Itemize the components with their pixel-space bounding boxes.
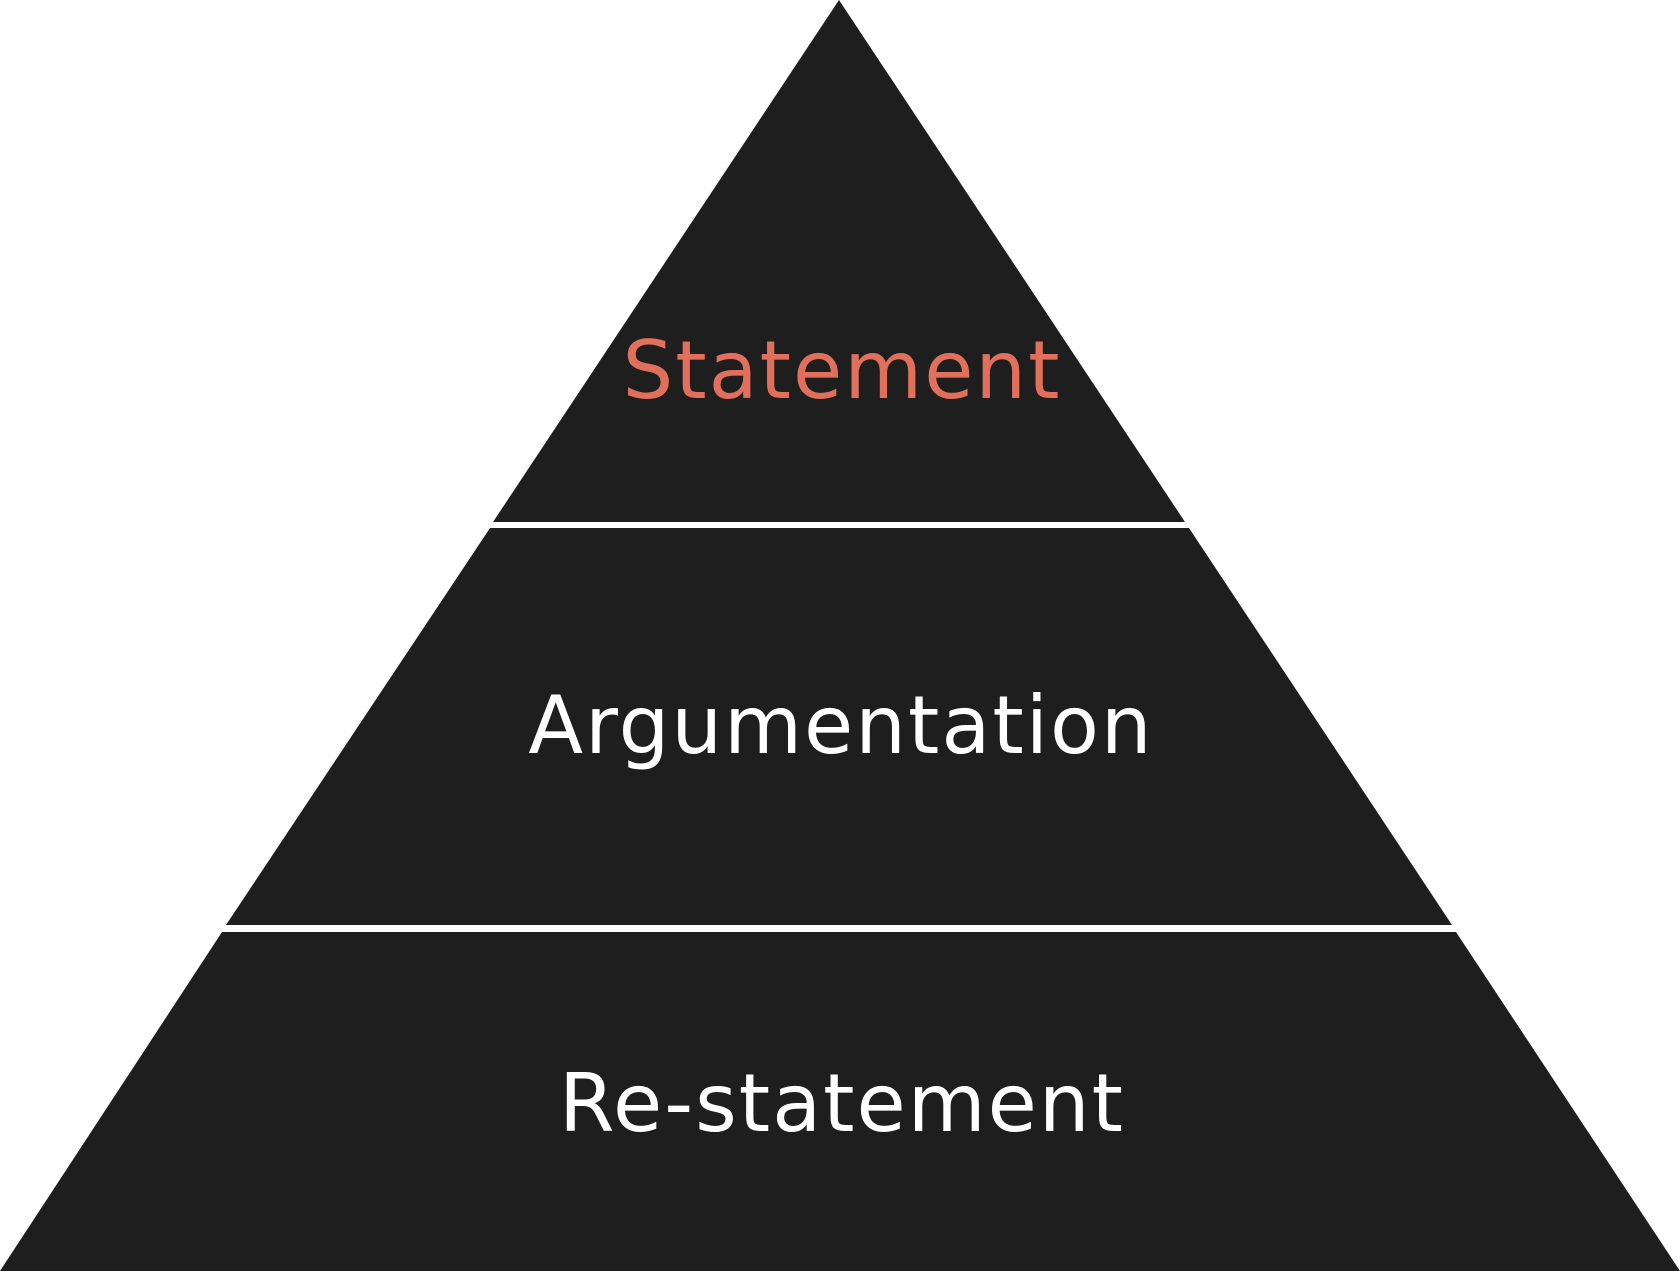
pyramid-tier-middle <box>226 528 1452 925</box>
tier-label-argumentation: Argumentation <box>528 679 1153 772</box>
pyramid-tier-top <box>493 0 1185 522</box>
tier-label-statement: Statement <box>623 324 1062 417</box>
pyramid-tier-bottom <box>0 932 1680 1271</box>
tier-label-restatement: Re-statement <box>559 1057 1125 1150</box>
